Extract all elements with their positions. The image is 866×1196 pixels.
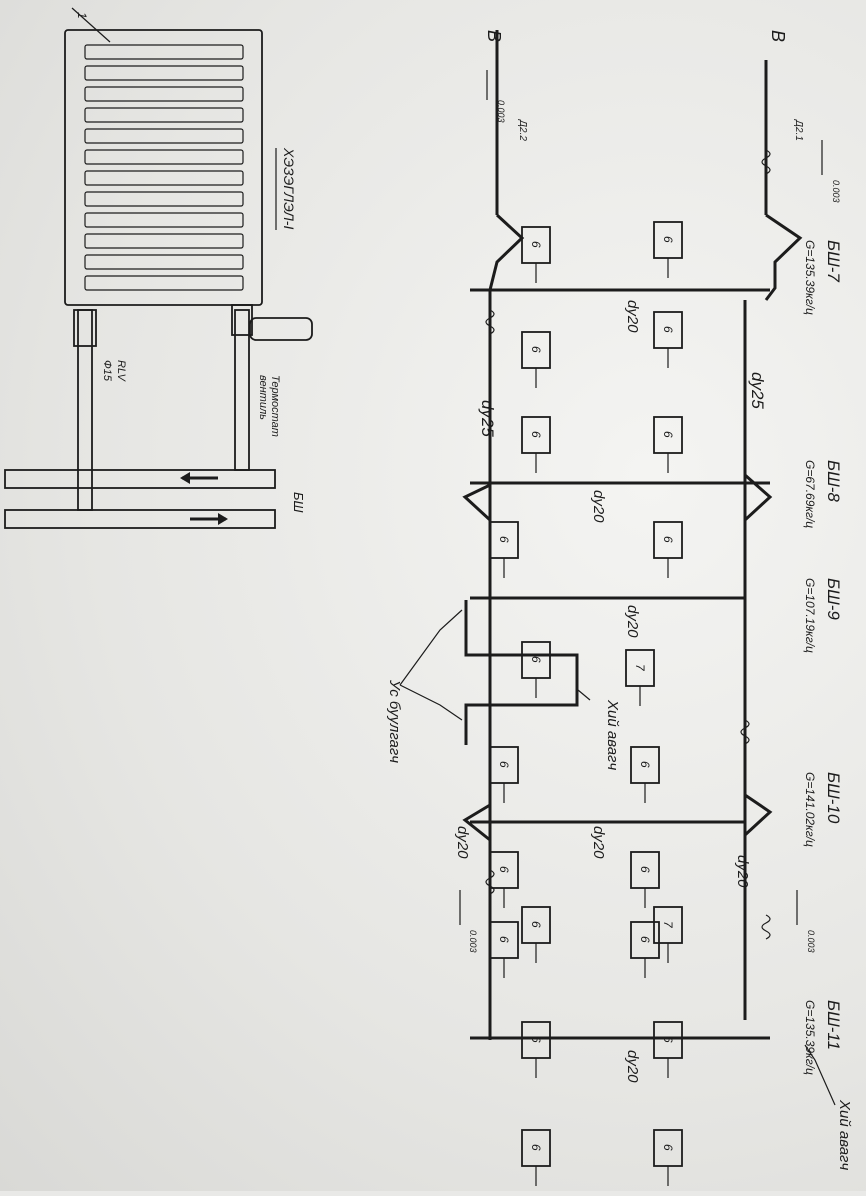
slope-4: 0.003	[468, 930, 478, 953]
radiator-body	[64, 29, 263, 306]
size-dy20-b: dy20	[590, 490, 607, 523]
radiator-code: 6	[661, 1144, 675, 1151]
radiator-fins	[84, 44, 244, 291]
radiator-code: 6	[497, 761, 511, 768]
size-dy25-top: dy25	[748, 372, 767, 409]
return-offset-2	[462, 483, 492, 522]
riser-10-id: БШ-10	[824, 772, 843, 824]
flow-arrow-2-head	[218, 513, 228, 525]
radiator-code: 6	[661, 536, 675, 543]
rlv-size-label: Ф15	[101, 360, 113, 382]
drain-label: Ус буулгагч	[386, 679, 403, 763]
radiator-code: 6	[661, 236, 675, 243]
main-pipelines	[462, 30, 803, 1040]
radiator-code: 6	[529, 1036, 543, 1043]
line-code-t1: Д2.1	[793, 119, 804, 141]
riser-7-id: БШ-7	[824, 240, 843, 282]
riser-9-flow: G=107.19кг/ц	[803, 578, 817, 653]
radiator-code: 6	[661, 1036, 675, 1043]
main-pipe-upper	[4, 469, 276, 489]
radiator-fin	[84, 65, 244, 81]
radiator-fin	[84, 233, 244, 249]
return-offset-3	[462, 803, 491, 842]
radiator-fin	[84, 128, 244, 144]
rlv-label: RLV	[115, 360, 127, 382]
rlv-valve	[73, 309, 97, 347]
radiator-code: 6	[638, 761, 652, 768]
radiator-code: 6	[529, 431, 543, 438]
size-dy20-a: dy20	[624, 300, 641, 333]
radiator-fin	[84, 149, 244, 165]
riser-10-flow: G=141.02кг/ц	[803, 772, 817, 847]
radiator-fin	[84, 170, 244, 186]
size-dy20-g: dy20	[624, 1050, 641, 1083]
detail-radiator: 1 ХЭЗЭГЛЭЛ-I Термостат вентиль RLV Ф15 Б…	[4, 7, 313, 529]
radiator-code: 6	[529, 241, 543, 248]
slope-2: 0.003	[496, 100, 506, 123]
letter-b-top: B	[768, 30, 788, 42]
supply-offset	[764, 213, 803, 301]
radiator-code: 7	[661, 921, 675, 929]
size-dy20-c: dy20	[624, 605, 641, 638]
bsh-label: БШ	[291, 492, 306, 512]
radiator-fin	[84, 254, 244, 270]
supply-connection	[234, 309, 250, 471]
radiator-fin	[84, 107, 244, 123]
radiator-code: 6	[529, 921, 543, 928]
vent-leaders	[399, 609, 836, 1106]
slope-1: 0.003	[831, 180, 841, 203]
drain-loop	[464, 600, 579, 745]
size-dy20-d: dy20	[590, 826, 607, 859]
size-dy20-e: dy20	[734, 855, 751, 888]
air-vent-label-2: Хий авагч	[836, 1099, 853, 1170]
riser-9-id: БШ-9	[824, 578, 843, 620]
radiator-code: 6	[497, 536, 511, 543]
radiator-code: 6	[529, 346, 543, 353]
air-vent-label-1: Хий авагч	[604, 699, 621, 770]
radiator-fin	[84, 275, 244, 291]
radiator-fin	[84, 44, 244, 60]
radiator-fin	[84, 86, 244, 102]
letter-b-mid: B	[484, 30, 504, 42]
detail-leader	[71, 7, 111, 43]
main-pipe-lower	[4, 509, 276, 529]
slope-3: 0.003	[806, 930, 816, 953]
return-connection	[77, 309, 93, 511]
riser-8-id: БШ-8	[824, 460, 843, 502]
detail-number: 1	[75, 12, 89, 19]
line-code-t2: Д2.2	[517, 119, 528, 141]
radiator-code: 6	[529, 1144, 543, 1151]
radiator-code: 6	[661, 326, 675, 333]
size-dy20-f: dy20	[454, 826, 471, 859]
detail-title: ХЭЗЭГЛЭЛ-I	[281, 147, 297, 229]
return-offset	[488, 213, 525, 291]
thermostat-label: Термостат	[269, 375, 281, 437]
riser-8-flow: G=67.69кг/ц	[803, 460, 817, 528]
radiator-code: 6	[497, 936, 511, 943]
size-dy25-mid: dy25	[478, 400, 497, 437]
thermostat-head	[249, 317, 313, 341]
radiator-code: 6	[638, 866, 652, 873]
riser-labels: B B БШ-7 G=135.39кг/ц БШ-8 G=67.69кг/ц Б…	[386, 30, 853, 1170]
radiator-code: 6	[661, 431, 675, 438]
flow-arrow-1-head	[180, 472, 190, 484]
radiator-group: 6 6 6 6 6 6 6 6 7 6 6 6 6 7 6 6 6 6 6 6 6 6	[489, 221, 683, 1186]
radiator-code: 7	[633, 664, 647, 672]
riser-11-flow: G=135.39кг/ц	[803, 1000, 817, 1075]
radiator-fin	[84, 191, 244, 207]
slope-arrows	[459, 70, 823, 925]
radiator-code: 6	[497, 866, 511, 873]
radiator-code: 6	[638, 936, 652, 943]
riser-11-id: БШ-11	[824, 1000, 843, 1050]
riser-7-flow: G=135.39кг/ц	[803, 240, 817, 315]
valve-label: вентиль	[257, 375, 269, 420]
supply-offset-3	[743, 793, 773, 837]
compensators	[485, 149, 771, 940]
radiator-code: 6	[529, 656, 543, 663]
radiator-fin	[84, 212, 244, 228]
